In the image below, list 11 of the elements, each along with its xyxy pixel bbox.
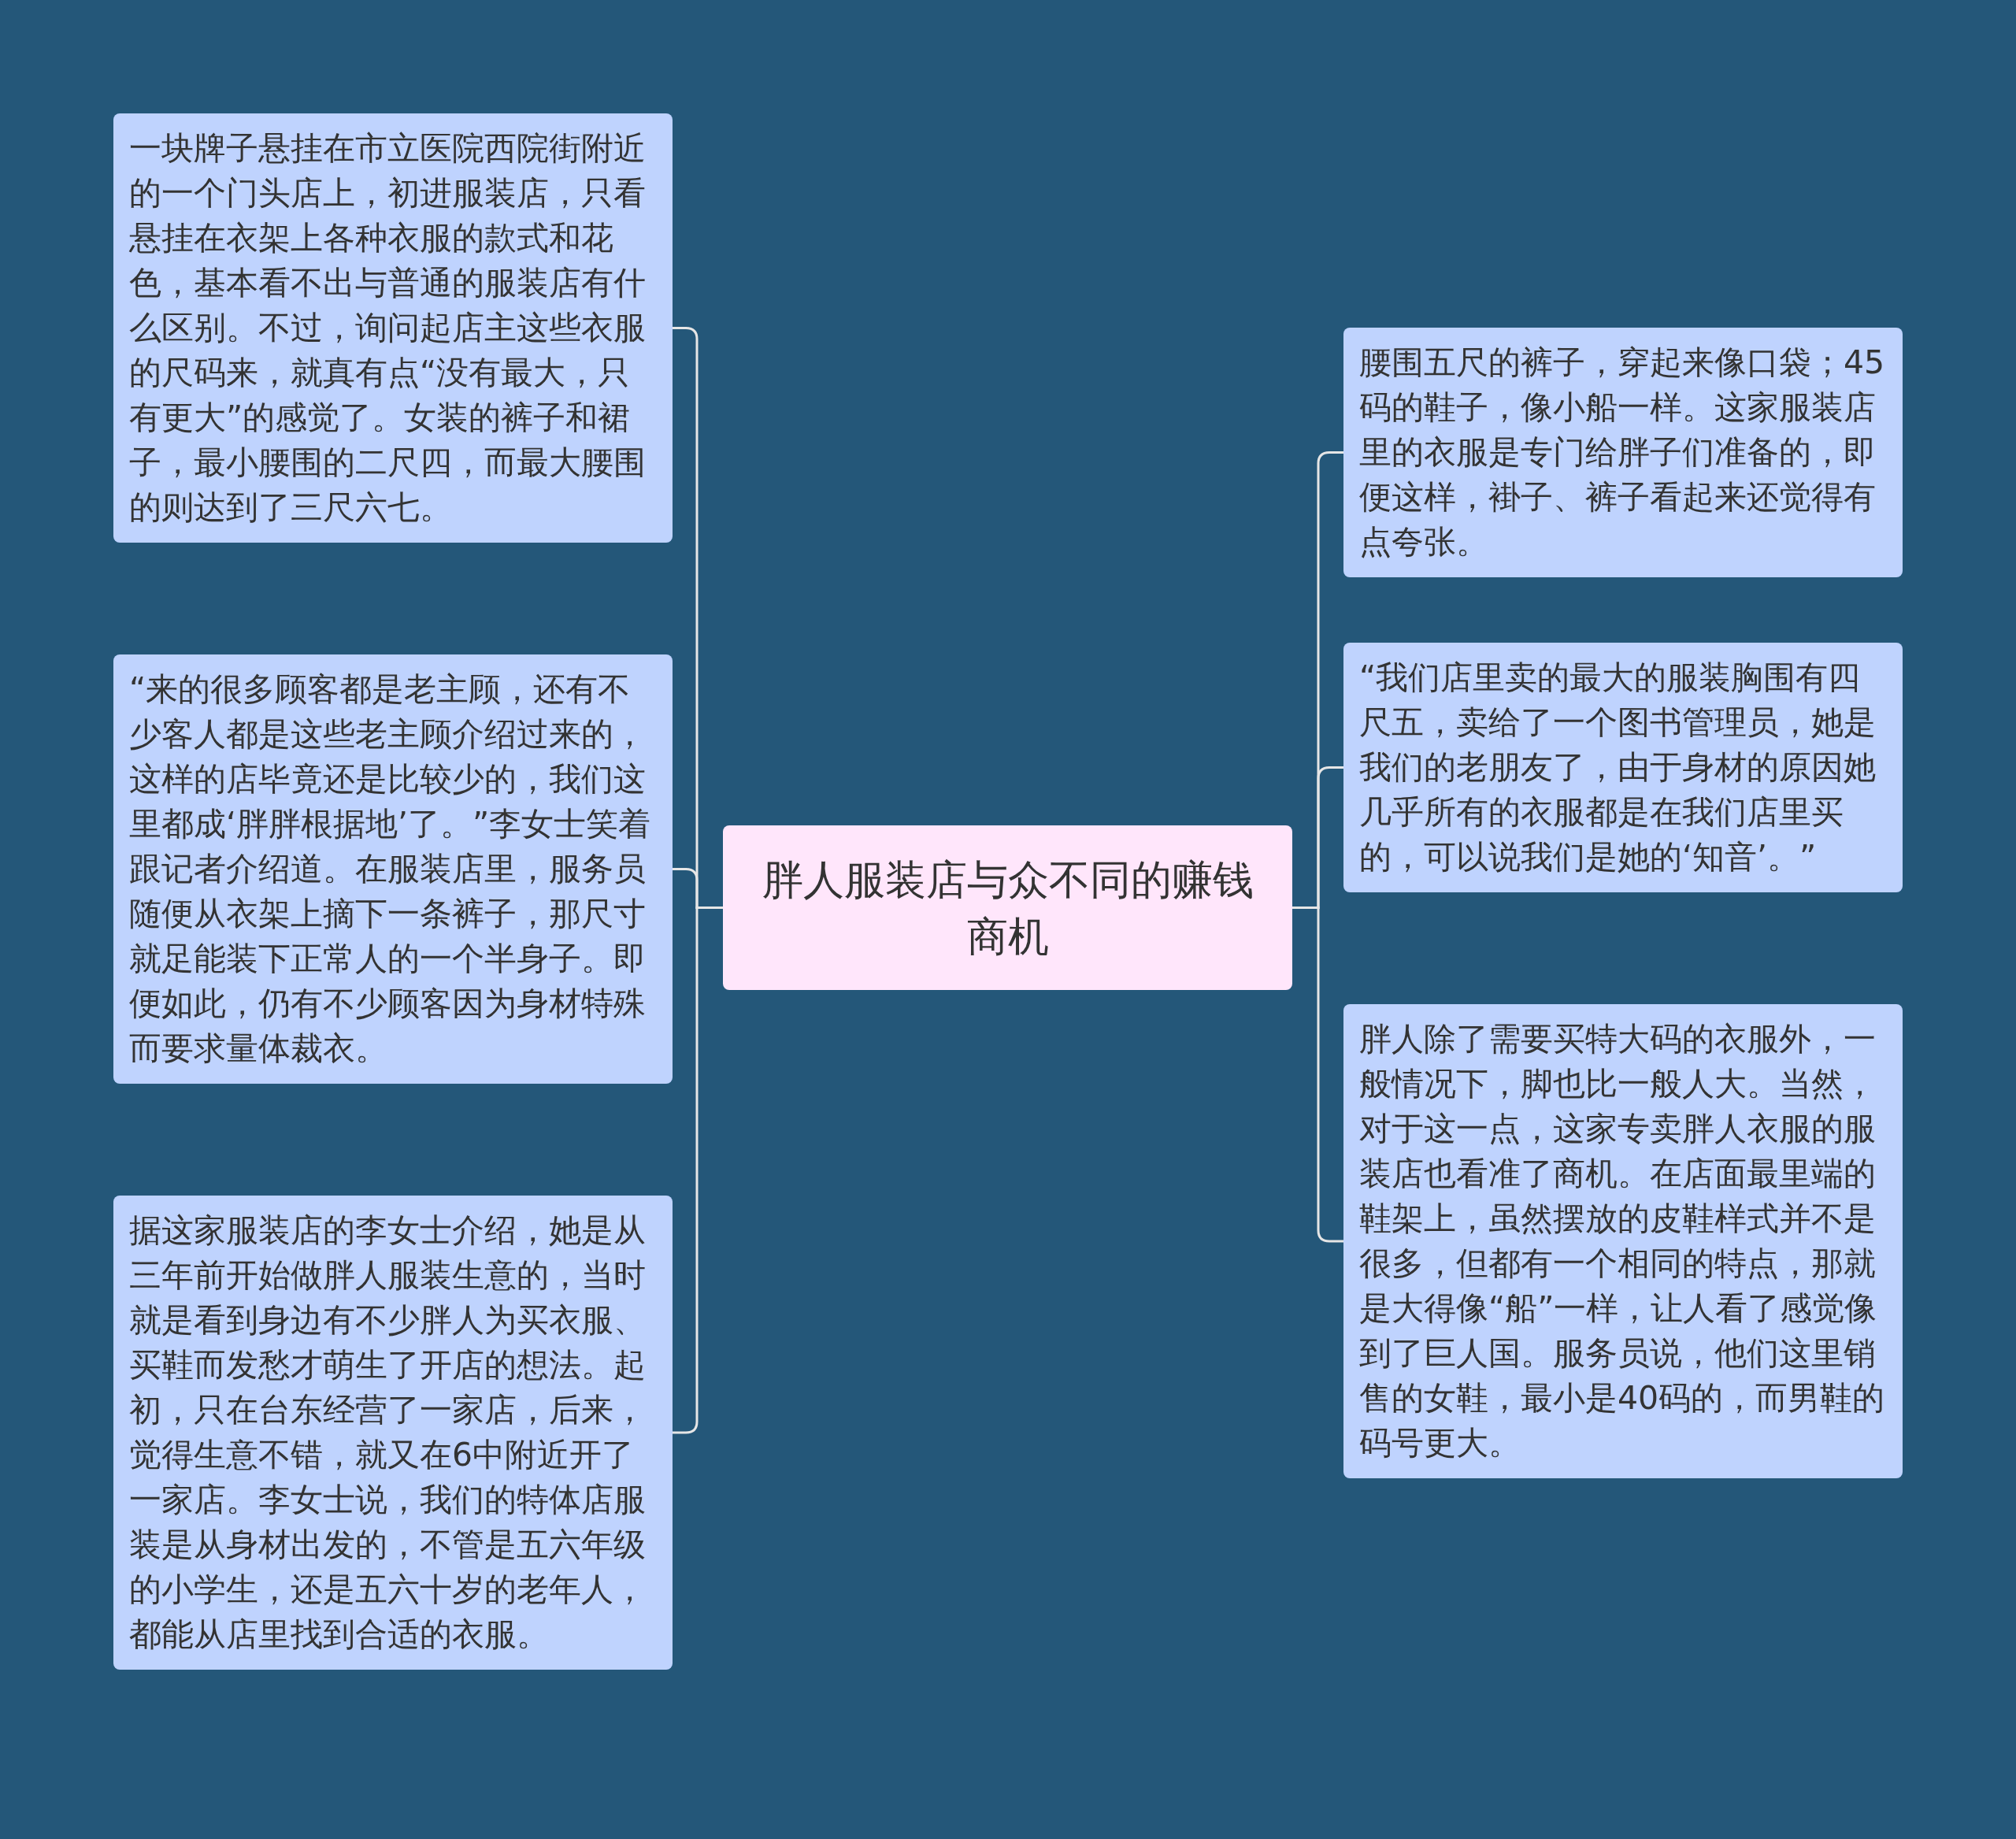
- body-text: 腰围五尺的裤子，穿起来像口袋；45码的鞋子，像小船一样。这家服装店里的衣服是专门给胖子们准备的，即便这样，褂子、裤子看起来还觉得有点夸张。: [1359, 343, 1886, 562]
- text-box: [1343, 328, 1903, 577]
- topic-text: 胖人服装店与众不同的赚钱商机: [761, 855, 1254, 962]
- body-text: 一块牌子悬挂在市立医院西院街附近的一个门头店上，初进服装店，只看悬挂在衣架上各种衣服的款式和花色，基本看不出与普通的服装店有什么区别。不过，询问起店主这些衣服的尺码来，就真有点“没有最大，只有更大”的感觉了。女装的裤子和裙子，最小腰围的二尺四，而最大腰围的则达到了三尺六七。: [129, 128, 647, 528]
- topic-box: [723, 825, 1292, 990]
- body-text: “来的很多顾客都是老主顾，还有不少客人都是这些老主顾介绍过来的，这样的店毕竟还是比较少的，我们这里都成‘胖胖根据地’了。”李女士笑着跟记者介绍道。在服装店里，服务员随便从衣架上摘下一条裤子，那尺寸就足能装下正常人的一个半身子。即便如此，仍有不少顾客因为身材特殊而要求量体裁衣。: [129, 669, 652, 1069]
- body-text: 胖人除了需要买特大码的衣服外，一般情况下，脚也比一般人大。当然，对于这一点，这家专卖胖人衣服的服装店也看准了商机。在店面最里端的鞋架上，虽然摆放的皮鞋样式并不是很多，但都有一个相同的特点，那就是大得像“船”一样，让人看了感觉像到了巨人国。服务员说，他们这里销售的女鞋，最小是40码的，而男鞋的码号更大。: [1359, 1019, 1886, 1463]
- connector-line: [1292, 907, 1343, 1243]
- text-box: [1343, 643, 1903, 892]
- body-text: 据这家服装店的李女士介绍，她是从三年前开始做胖人服装生意的，当时就是看到身边有不少胖人为买衣服、买鞋而发愁才萌生了开店的想法。起初，只在台东经营了一家店，后来，觉得生意不错，就又在6中附近开了一家店。李女士说，我们的特体店服装是从身材出发的，不管是五六年级的小学生，还是五六十岁的老年人，都能从店里找到合适的衣服。: [129, 1211, 647, 1655]
- body-text: “我们店里卖的最大的服装胸围有四尺五，卖给了一个图书管理员，她是我们的老朋友了，由于身材的原因她几乎所有的衣服都是在我们店里买的，可以说我们是她的‘知音’。”: [1359, 658, 1877, 877]
